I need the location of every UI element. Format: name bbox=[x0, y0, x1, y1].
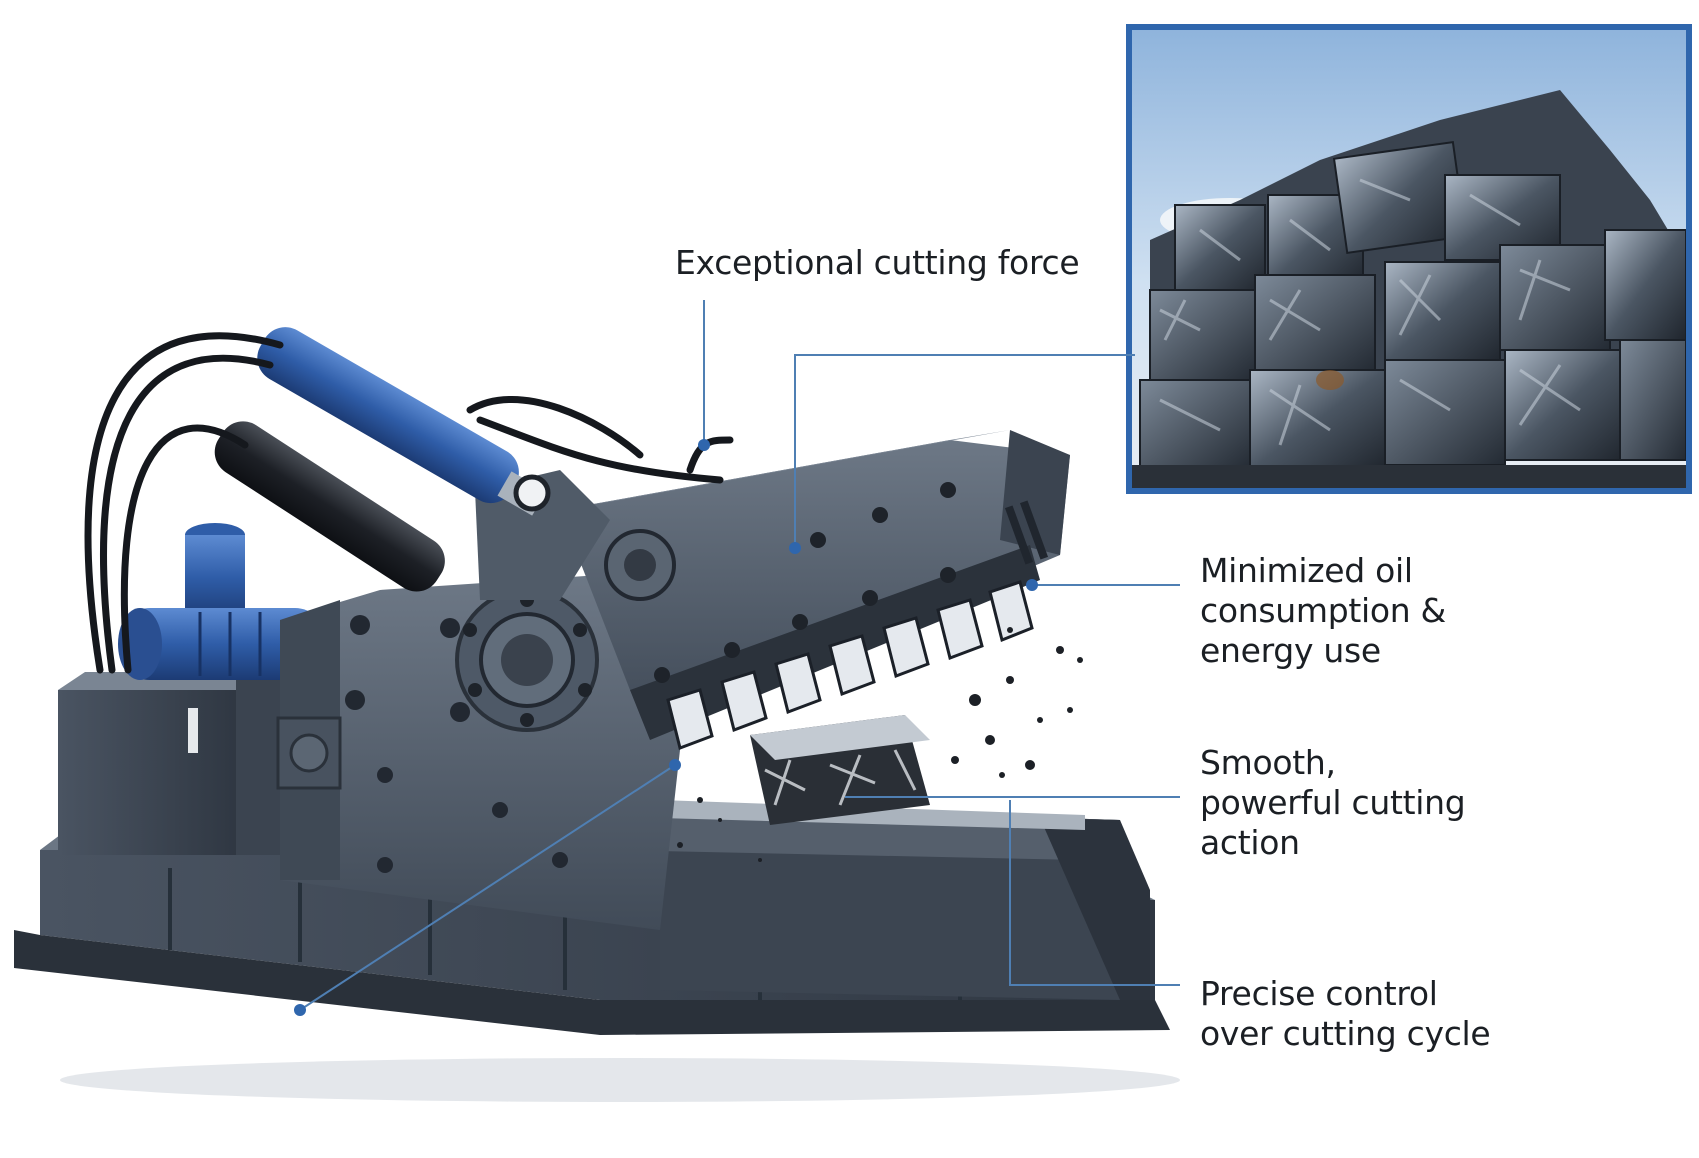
callout-line: Smooth, bbox=[1200, 743, 1336, 782]
callout-precise-control: Precise control over cutting cycle bbox=[1200, 974, 1491, 1054]
hydraulic-hoses bbox=[84, 332, 734, 674]
debris-particles bbox=[677, 627, 1083, 862]
callout-cutting-force: Exceptional cutting force bbox=[675, 243, 1080, 283]
main-housing bbox=[276, 575, 690, 930]
cutting-bed bbox=[610, 800, 1150, 1000]
alligator-shear-machine bbox=[14, 327, 1180, 1102]
upper-jaw-arm bbox=[475, 430, 1070, 750]
callout-line: Precise control bbox=[1200, 974, 1438, 1013]
leader-precise bbox=[1009, 800, 1180, 986]
callout-oil-consumption: Minimized oil consumption & energy use bbox=[1200, 551, 1446, 671]
callout-line: powerful cutting bbox=[1200, 783, 1466, 822]
callout-smooth-action: Smooth, powerful cutting action bbox=[1200, 743, 1466, 863]
callout-line: energy use bbox=[1200, 631, 1381, 670]
callout-line: over cutting cycle bbox=[1200, 1014, 1491, 1053]
leader-inset bbox=[794, 354, 1135, 545]
pivot-bearing bbox=[455, 588, 599, 732]
callout-line: Minimized oil bbox=[1200, 551, 1413, 590]
scrap-bale-in-shear bbox=[750, 715, 930, 825]
hydraulic-cylinders bbox=[214, 327, 551, 592]
callout-line: action bbox=[1200, 823, 1300, 862]
scrap-bale-photo bbox=[1126, 24, 1692, 494]
callout-dots bbox=[294, 439, 1038, 1016]
callout-line: consumption & bbox=[1200, 591, 1446, 630]
leader-lower bbox=[299, 764, 676, 1011]
callout-text: Exceptional cutting force bbox=[675, 243, 1080, 282]
callout-leaders bbox=[299, 300, 1180, 1011]
